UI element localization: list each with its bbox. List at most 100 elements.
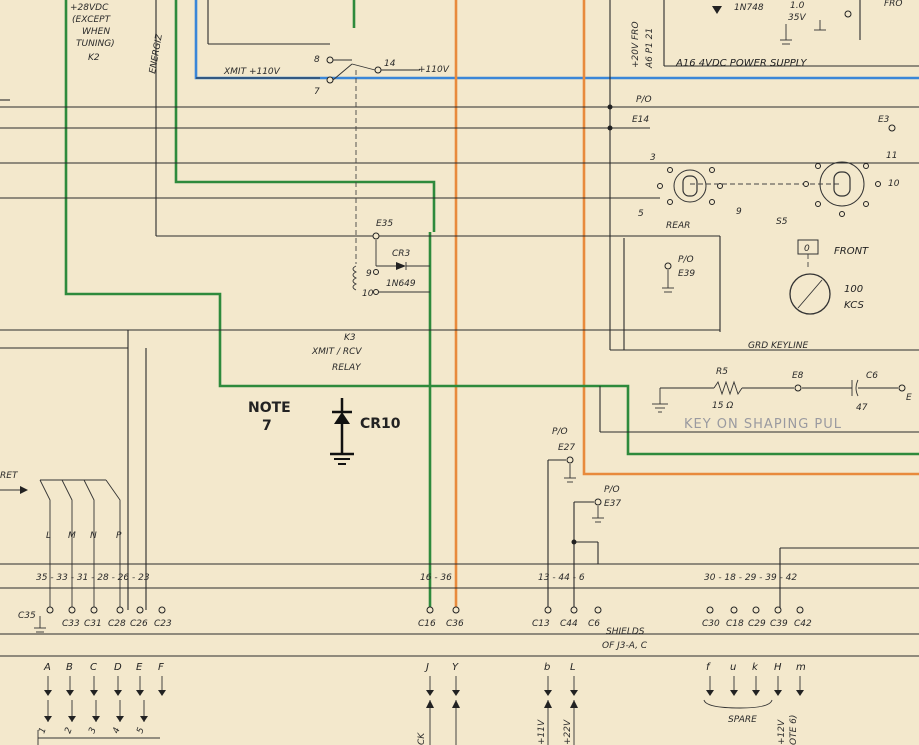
cr10-label: CR10 xyxy=(360,416,401,432)
cr3-label: CR3 xyxy=(392,249,411,259)
e27-e37: P/O E27 P/O E37 xyxy=(547,427,621,610)
front-pin10: 10 xyxy=(888,179,900,189)
plus-110v: +110V xyxy=(418,65,450,75)
pin-y: Y xyxy=(452,662,459,673)
rear-pin9: 9 xyxy=(736,207,742,217)
psu-cap1: 1.0 xyxy=(790,1,805,11)
bus-numbers: 35 - 33 - 31 - 28 - 26 - 23 16 - 36 13 -… xyxy=(36,573,797,583)
pin-u: u xyxy=(730,662,736,673)
ret-bundle: RET L M N P xyxy=(0,471,122,610)
vertical-note: ENERGIZ xyxy=(148,32,165,74)
faint-text: KEY ON SHAPING PUL xyxy=(684,417,842,432)
front-label: FRONT xyxy=(834,246,869,257)
pin-8: 8 xyxy=(314,55,320,65)
cap-c44: C44 xyxy=(560,619,578,629)
e8-label: E8 xyxy=(792,371,804,381)
pin-k: k xyxy=(752,662,759,673)
cap-c28: C28 xyxy=(108,619,126,629)
pin-f: F xyxy=(158,662,164,673)
r5-value: 15 Ω xyxy=(712,401,733,411)
psu-caption: A16 4VDC POWER SUPPLY xyxy=(675,58,807,69)
bus-mid: 16 - 36 xyxy=(420,573,452,583)
pin-f2: f xyxy=(706,662,711,673)
e27-label: E27 xyxy=(558,443,575,453)
front-s5: S5 xyxy=(776,217,788,227)
bus-terminals xyxy=(34,606,804,633)
k3-diode: 1N649 xyxy=(386,279,416,289)
connector-pins: A B C D E F J Y b L f u k H m xyxy=(43,662,806,673)
r5-c6-line: R5 15 Ω E8 C6 47 E xyxy=(652,367,912,413)
cap-c31: C31 xyxy=(84,619,102,629)
cap-c33: C33 xyxy=(62,619,80,629)
cap-c6: C6 xyxy=(588,619,600,629)
bottom-2: 2 xyxy=(63,726,74,735)
cap-c13: C13 xyxy=(532,619,550,629)
rear-switch: 3 5 9 REAR xyxy=(638,153,840,231)
bottom-4: 4 xyxy=(111,726,122,735)
k3-relay: E35 CR3 1N649 9 10 K3 XMIT / RCV RELAY xyxy=(311,219,430,373)
xmit-switch: XMIT +110V 8 7 14 +110V xyxy=(196,55,450,264)
pin-d: D xyxy=(114,662,122,673)
front-pin11: 11 xyxy=(886,151,897,161)
bus-mid2: 13 - 44 - 6 xyxy=(538,573,585,583)
e-cut: E xyxy=(906,393,912,403)
bus-right: 30 - 18 - 29 - 39 - 42 xyxy=(704,573,797,583)
pin-7: 7 xyxy=(314,87,320,97)
orange-wire xyxy=(454,0,919,610)
e39-label: E39 xyxy=(678,269,695,279)
psu-diode: 1N748 xyxy=(734,3,764,13)
spare-label: SPARE xyxy=(728,715,757,725)
c6-value: 47 xyxy=(856,403,868,413)
psu-from-2: A6 P1 21 xyxy=(645,28,655,69)
bottom-v11: +11V xyxy=(537,719,547,745)
cap-c42: C42 xyxy=(794,619,812,629)
cap-c39: C39 xyxy=(770,619,788,629)
bottom-v22: +22V xyxy=(563,719,573,745)
rear-label: REAR xyxy=(666,221,690,231)
lmnp-m: M xyxy=(68,531,76,541)
k2-line1: +28VDC xyxy=(70,3,109,13)
cap-c36: C36 xyxy=(446,619,464,629)
e39-po: P/O xyxy=(678,255,694,265)
k3-line2: RELAY xyxy=(332,363,362,373)
lmnp-p: P xyxy=(116,531,122,541)
psu-cap2: 35V xyxy=(788,13,806,23)
e39-terminal: P/O E39 xyxy=(662,255,695,293)
rear-pin3: 3 xyxy=(650,153,656,163)
e27-po: P/O xyxy=(552,427,568,437)
k2-line2: (EXCEPT xyxy=(72,15,112,25)
front-knob: 0 xyxy=(804,244,810,254)
dial-line2: KCS xyxy=(844,300,864,311)
grd-keyline: GRD KEYLINE xyxy=(748,341,809,351)
bottom-ote: OTE 6) xyxy=(789,715,799,745)
e37-label: E37 xyxy=(604,499,621,509)
e35-label: E35 xyxy=(376,219,393,229)
pin-m: m xyxy=(796,662,806,673)
r5-name: R5 xyxy=(716,367,728,377)
cap-c35: C35 xyxy=(18,611,36,621)
pin-j: J xyxy=(424,662,429,673)
bus-left: 35 - 33 - 31 - 28 - 26 - 23 xyxy=(36,573,150,583)
ret-label: RET xyxy=(0,471,19,481)
lmnp-l: L xyxy=(46,531,51,541)
pin-b2: b xyxy=(544,662,550,673)
e3: E3 xyxy=(878,115,890,125)
p10-top: P/O xyxy=(636,95,652,105)
front-switch: 11 10 S5 0 FRONT xyxy=(776,151,900,270)
k3-line1: XMIT / RCV xyxy=(311,347,362,357)
green-wire xyxy=(64,0,919,610)
lmnp-n: N xyxy=(90,531,97,541)
pin-h: H xyxy=(774,662,782,673)
power-supply: +20V FRO A6 P1 21 1N748 1.0 35V FRO A16 … xyxy=(631,0,903,69)
bottom-5: 5 xyxy=(135,726,146,735)
c6-label: C6 xyxy=(866,371,878,381)
cr10-zener: NOTE 7 CR10 xyxy=(248,398,401,465)
cap-c16: C16 xyxy=(418,619,436,629)
terminals-right: P/O E14 E3 xyxy=(607,95,896,132)
cap-c29: C29 xyxy=(748,619,766,629)
cap-c23: C23 xyxy=(154,619,172,629)
shields-2: OF J3-A, C xyxy=(602,641,648,651)
dial-line1: 100 xyxy=(844,284,863,295)
bottom-labels: 1 2 3 4 5 CK +11V +22V SPARE +12V OTE 6) xyxy=(37,715,799,745)
